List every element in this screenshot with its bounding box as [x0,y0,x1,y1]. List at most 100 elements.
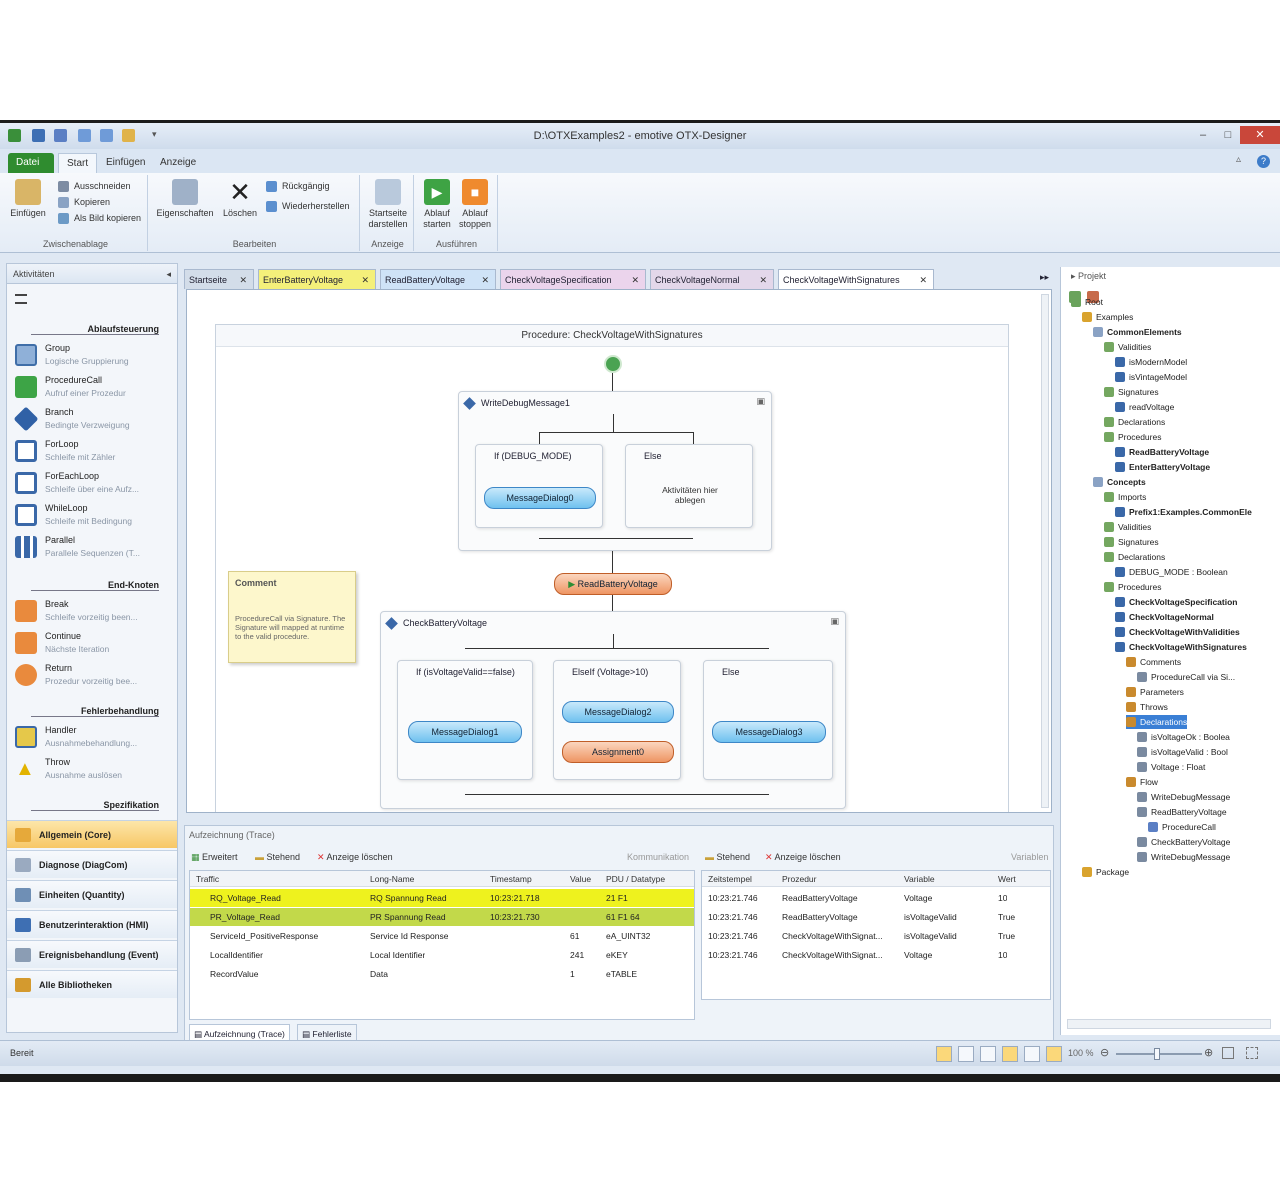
tree-item[interactable]: CheckVoltageNormal [1115,610,1214,624]
tree-item[interactable]: Parameters [1126,685,1184,699]
zoom-in-icon[interactable]: ⊕ [1204,1047,1214,1059]
close-tab-icon[interactable]: ✕ [239,275,247,285]
startpage-button[interactable]: Startseite darstellen [364,179,412,230]
properties-button[interactable]: Eigenschaften [154,179,216,219]
tree-item[interactable]: Flow [1126,775,1158,789]
standing-button-2[interactable]: ▬ Stehend [705,852,751,862]
fit-page-icon[interactable] [1222,1047,1234,1059]
tree-item[interactable]: Examples [1082,310,1133,324]
cut-button[interactable]: Ausschneiden [58,179,131,193]
close-tab-icon[interactable]: ✕ [631,275,639,285]
tree-item[interactable]: Validities [1104,340,1151,354]
save-icon[interactable] [32,129,45,142]
tab-insert[interactable]: Einfügen [106,157,146,168]
clear-trace-button[interactable]: ✕ Anzeige löschen [317,852,393,862]
tab-enterbatteryvoltage[interactable]: EnterBatteryVoltage✕ [258,269,376,289]
tree-item[interactable]: Procedures [1104,430,1161,444]
tree-item[interactable]: WriteDebugMessage [1137,850,1230,864]
tree-item[interactable]: isVoltageOk : Boolea [1137,730,1230,744]
tab-start[interactable]: Start [58,153,98,173]
tree-item[interactable]: Signatures [1104,385,1159,399]
fullscreen-icon[interactable] [1246,1047,1258,1059]
panel-pin-icon[interactable]: ◂ [166,269,171,279]
tree-item[interactable]: Comments [1126,655,1181,669]
group-collapse-icon[interactable]: ▣ [830,616,839,626]
redo-button[interactable]: Wiederherstellen [266,199,350,213]
help-icon[interactable]: ? [1257,155,1270,168]
quick-access-dropdown-icon[interactable]: ▾ [152,129,157,139]
tree-item[interactable]: CheckVoltageWithValidities [1115,625,1240,639]
tree-item[interactable]: Concepts [1093,475,1146,489]
messagedialog0-node[interactable]: MessageDialog0 [484,487,596,509]
view-mode-button[interactable] [1046,1046,1062,1062]
close-button[interactable]: ✕ [1240,126,1280,144]
elseif-voltage[interactable]: ElseIf (Voltage>10) MessageDialog2 Assig… [553,660,681,780]
readbatteryvoltage-node[interactable]: ▶ ReadBatteryVoltage [554,573,672,595]
tree-item[interactable]: Imports [1104,490,1146,504]
column-header[interactable]: PDU / Datatype [606,874,666,884]
tree-item[interactable]: Validities [1104,520,1151,534]
tree-item[interactable]: CheckBatteryVoltage [1137,835,1230,849]
group-checkbatteryvoltage[interactable]: CheckBatteryVoltage ▣ If (isVoltageValid… [380,611,846,809]
tab-readbatteryvoltage[interactable]: ReadBatteryVoltage✕ [380,269,496,289]
tree-item[interactable]: Declarations [1104,415,1165,429]
column-header[interactable]: Zeitstempel [708,874,752,884]
else-branch-2[interactable]: Else MessageDialog3 [703,660,833,780]
tree-item[interactable]: isVintageModel [1115,370,1187,384]
tab-view[interactable]: Anzeige [160,157,197,168]
redo-icon[interactable] [100,129,113,142]
library-quantity[interactable]: Einheiten (Quantity) [7,880,177,908]
column-header[interactable]: Prozedur [782,874,817,884]
view-mode-button[interactable] [1002,1046,1018,1062]
procedure-canvas[interactable]: Procedure: CheckVoltageWithSignatures Wr… [186,289,1052,813]
tree-item[interactable]: Package [1082,865,1129,879]
tree-item[interactable]: Procedures [1104,580,1161,594]
view-mode-button[interactable] [958,1046,974,1062]
messagedialog3-node[interactable]: MessageDialog3 [712,721,826,743]
tab-checkvoltagewithsignatures[interactable]: CheckVoltageWithSignatures✕ [778,269,934,289]
tree-item[interactable]: Root [1071,295,1103,309]
column-header[interactable]: Traffic [196,874,220,884]
tree-item[interactable]: readVoltage [1115,400,1174,414]
save-all-icon[interactable] [54,129,67,142]
close-tab-icon[interactable]: ✕ [919,275,927,285]
column-header[interactable]: Long-Name [370,874,415,884]
undo-icon[interactable] [78,129,91,142]
copy-button[interactable]: Kopieren [58,195,110,209]
messagedialog2-node[interactable]: MessageDialog2 [562,701,674,723]
view-options-icon[interactable] [15,294,27,304]
undo-button[interactable]: Rückgängig [266,179,330,193]
tab-overflow-icon[interactable]: ▸▸ [1040,272,1050,282]
tab-startseite[interactable]: Startseite✕ [184,269,254,289]
zoom-out-icon[interactable]: ⊖ [1100,1047,1110,1059]
tree-item[interactable]: Throws [1126,700,1168,714]
if-debug-mode[interactable]: If (DEBUG_MODE) MessageDialog0 [475,444,603,528]
column-header[interactable]: Value [570,874,592,884]
folder-icon[interactable] [122,129,135,142]
tree-item[interactable]: ReadBatteryVoltage [1137,805,1227,819]
tree-item[interactable]: EnterBatteryVoltage [1115,460,1210,474]
canvas-vertical-scrollbar[interactable] [1041,294,1049,808]
tree-item[interactable]: CheckVoltageSpecification [1115,595,1237,609]
messagedialog1-node[interactable]: MessageDialog1 [408,721,522,743]
paste-button[interactable]: Einfügen [6,179,50,219]
maximize-button[interactable]: □ [1224,129,1232,141]
view-mode-button[interactable] [1024,1046,1040,1062]
comment-note[interactable]: Comment ProcedureCall via Signature. The… [228,571,356,663]
tree-item[interactable]: CommonElements [1093,325,1182,339]
tree-item[interactable]: Signatures [1104,535,1159,549]
view-mode-button[interactable] [980,1046,996,1062]
tree-item[interactable]: DEBUG_MODE : Boolean [1115,565,1228,579]
tree-horizontal-scrollbar[interactable] [1067,1019,1271,1029]
library-all[interactable]: Alle Bibliotheken [7,970,177,998]
column-header[interactable]: Variable [904,874,935,884]
